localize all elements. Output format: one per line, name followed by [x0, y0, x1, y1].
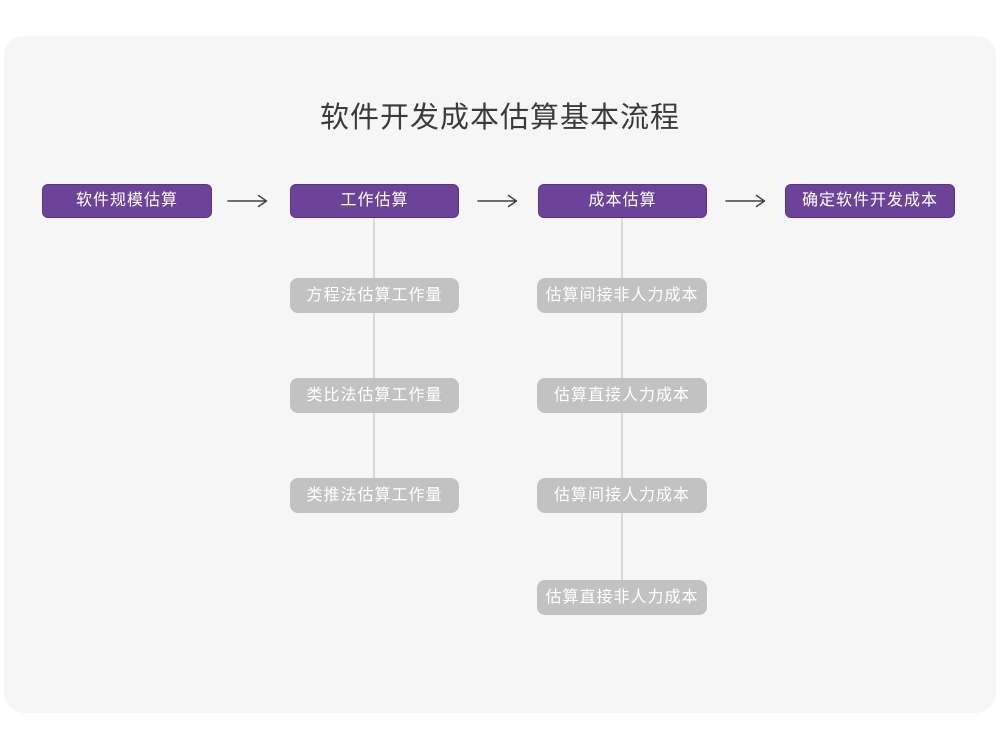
node-work-estimation: 工作估算: [290, 184, 459, 218]
node-cost-estimation: 成本估算: [538, 184, 707, 218]
node-determine-software-dev-cost: 确定软件开发成本: [785, 184, 955, 218]
subnode-direct-nonlabor-cost: 估算直接非人力成本: [537, 580, 707, 615]
subnode-analogy-method-workload: 类比法估算工作量: [290, 378, 459, 413]
arrow-right-icon: [477, 194, 518, 208]
node-software-scale-estimation: 软件规模估算: [42, 184, 212, 218]
subnode-indirect-labor-cost: 估算间接人力成本: [537, 478, 707, 513]
diagram-title: 软件开发成本估算基本流程: [319, 102, 680, 134]
diagram-canvas: [4, 36, 996, 713]
connector-line-work-column: [373, 218, 375, 496]
subnode-extrapolation-method-workload: 类推法估算工作量: [290, 478, 459, 513]
subnode-indirect-nonlabor-cost: 估算间接非人力成本: [537, 278, 707, 313]
arrow-right-icon: [227, 194, 268, 208]
arrow-right-icon: [725, 194, 766, 208]
subnode-direct-labor-cost: 估算直接人力成本: [537, 378, 707, 413]
subnode-equation-method-workload: 方程法估算工作量: [290, 278, 459, 313]
